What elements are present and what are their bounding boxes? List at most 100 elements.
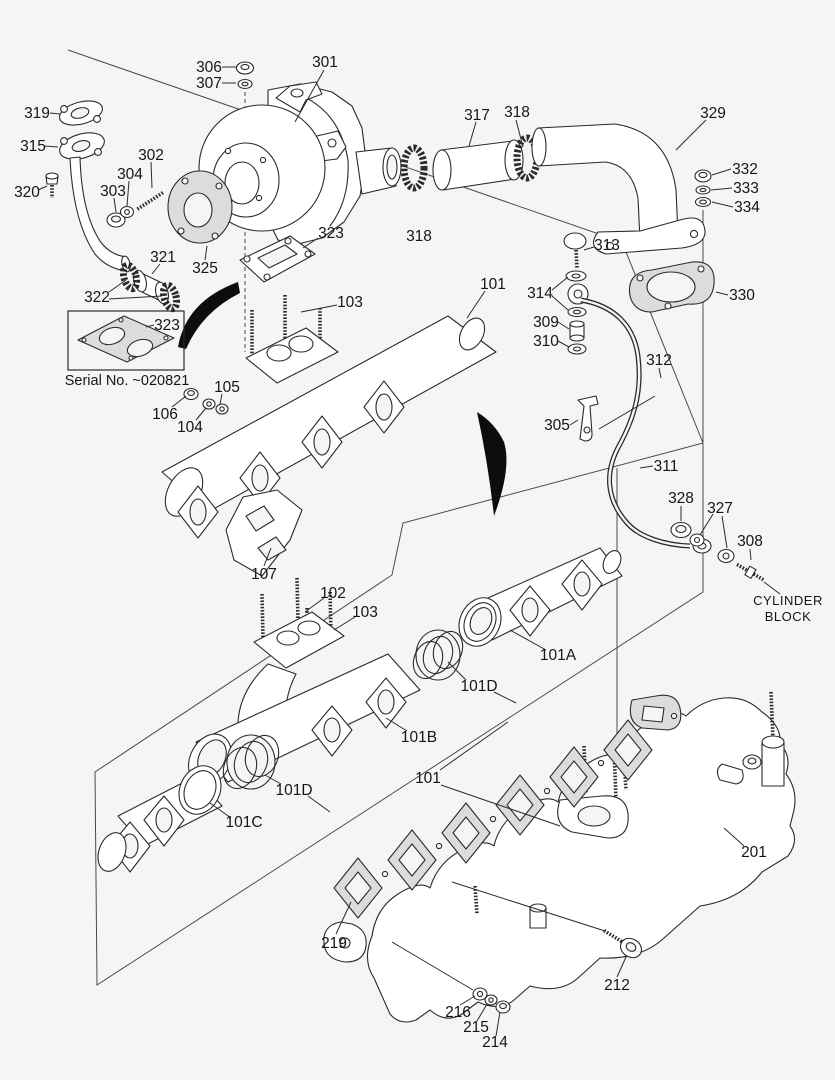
callout-101A-40: 101A (540, 647, 577, 664)
exhaust-manifold-101-upper (161, 295, 497, 539)
callout-321-15: 321 (150, 249, 176, 266)
callout-311-33: 311 (654, 458, 679, 475)
washer-327-left (689, 533, 705, 547)
callout-219-47: 219 (321, 935, 347, 952)
cylinder-block-label-line1: CYLINDER (753, 593, 823, 608)
gasket-323-upper (239, 235, 316, 283)
callout-301-2: 301 (312, 54, 338, 71)
callout-101-43: 101 (415, 770, 441, 787)
callout-312-28: 312 (646, 352, 672, 369)
exhaust-manifold-201 (323, 691, 796, 1023)
washer-307 (237, 78, 253, 90)
stud-308 (736, 562, 765, 582)
turbo-mount-flange-103 (245, 295, 339, 384)
callout-328-34: 328 (668, 490, 694, 507)
fitting-309 (569, 320, 585, 342)
callout-309-22: 309 (533, 314, 559, 331)
callout-317-9: 317 (464, 107, 490, 124)
callout-104-31: 104 (177, 419, 203, 436)
callout-327-35: 327 (707, 500, 733, 517)
stud-302 (136, 190, 165, 211)
callout-212-48: 212 (604, 977, 630, 994)
callout-308-36: 308 (737, 533, 763, 550)
callout-307-1: 307 (196, 75, 222, 92)
washer-215 (484, 994, 498, 1006)
callout-305-32: 305 (544, 417, 570, 434)
gasket-325 (167, 170, 233, 244)
callout-325-16: 325 (192, 260, 218, 277)
callout-313-20: 313 (594, 237, 620, 254)
callout-303-7: 303 (100, 183, 126, 200)
washer-333 (695, 185, 711, 195)
bracket-305 (577, 395, 599, 442)
callout-314-21: 314 (527, 285, 553, 302)
hose-clamp-322-right (159, 281, 181, 313)
turbocharger-301 (198, 81, 402, 245)
washer-314-upper (565, 270, 587, 282)
callout-334-14: 334 (734, 199, 760, 216)
callout-101B-42: 101B (401, 729, 437, 746)
nut-303 (106, 212, 126, 228)
assembly-direction-arrows (178, 282, 507, 516)
callout-107-37: 107 (251, 566, 277, 583)
callout-101D-44: 101D (275, 782, 312, 799)
callout-103-26: 103 (337, 294, 363, 311)
curved-arrow-icon (477, 412, 507, 516)
callout-315-4: 315 (20, 138, 46, 155)
cylinder-block-label-line2: BLOCK (765, 609, 812, 624)
nut-214 (495, 1000, 511, 1014)
seal-rings-101D-right (412, 629, 464, 681)
callout-332-12: 332 (732, 161, 758, 178)
callout-323-25: 323 (154, 317, 180, 334)
gasket-219-ports (333, 719, 653, 919)
callout-101D-41: 101D (460, 678, 497, 695)
gasket-330 (628, 261, 715, 313)
callout-216-49: 216 (445, 1004, 471, 1021)
callout-215-50: 215 (463, 1019, 489, 1036)
washer-334 (694, 196, 712, 208)
callout-103-39: 103 (352, 604, 378, 621)
nut-306 (235, 61, 255, 75)
oil-feed-tube-311 (580, 297, 712, 554)
callout-214-51: 214 (482, 1034, 508, 1051)
mount-flange-102 (253, 577, 345, 669)
callout-318-19: 318 (406, 228, 432, 245)
seal-rings-101D-left (222, 734, 280, 790)
callout-106-30: 106 (152, 406, 178, 423)
callout-329-11: 329 (700, 105, 726, 122)
washer-104 (202, 398, 216, 410)
callout-318-10: 318 (504, 104, 530, 121)
callout-330-24: 330 (729, 287, 755, 304)
nut-328 (670, 521, 692, 539)
callout-201-46: 201 (741, 844, 767, 861)
hose-clamp-318-left (400, 144, 428, 192)
cylinder-block-annotation: CYLINDER BLOCK (753, 593, 823, 624)
callout-323-18: 323 (318, 225, 344, 242)
washer-216 (472, 987, 488, 1001)
callout-101C-45: 101C (225, 814, 262, 831)
washer-105 (215, 403, 229, 415)
washer-327-right (717, 548, 735, 564)
serial-number-note: Serial No. ~020821 (65, 373, 190, 389)
connector-plate-107 (225, 489, 303, 577)
serial-number-box (67, 310, 185, 371)
callout-302-5: 302 (138, 147, 164, 164)
callout-304-6: 304 (117, 166, 143, 183)
nut-332 (694, 169, 712, 183)
inlet-hose-317 (432, 139, 524, 191)
washer-310 (567, 343, 587, 355)
manifold-section-101A (458, 547, 623, 647)
callout-102-38: 102 (320, 585, 346, 602)
leader-lines (37, 66, 781, 1037)
nut-106 (183, 387, 199, 401)
callout-306-0: 306 (196, 59, 222, 76)
manifold-gasket-219 (333, 694, 682, 919)
manifold-section-101C (97, 765, 223, 873)
callout-105-29: 105 (214, 379, 240, 396)
callout-320-8: 320 (14, 184, 40, 201)
callout-322-17: 322 (84, 289, 110, 306)
banjo-bolt-313 (563, 232, 587, 269)
